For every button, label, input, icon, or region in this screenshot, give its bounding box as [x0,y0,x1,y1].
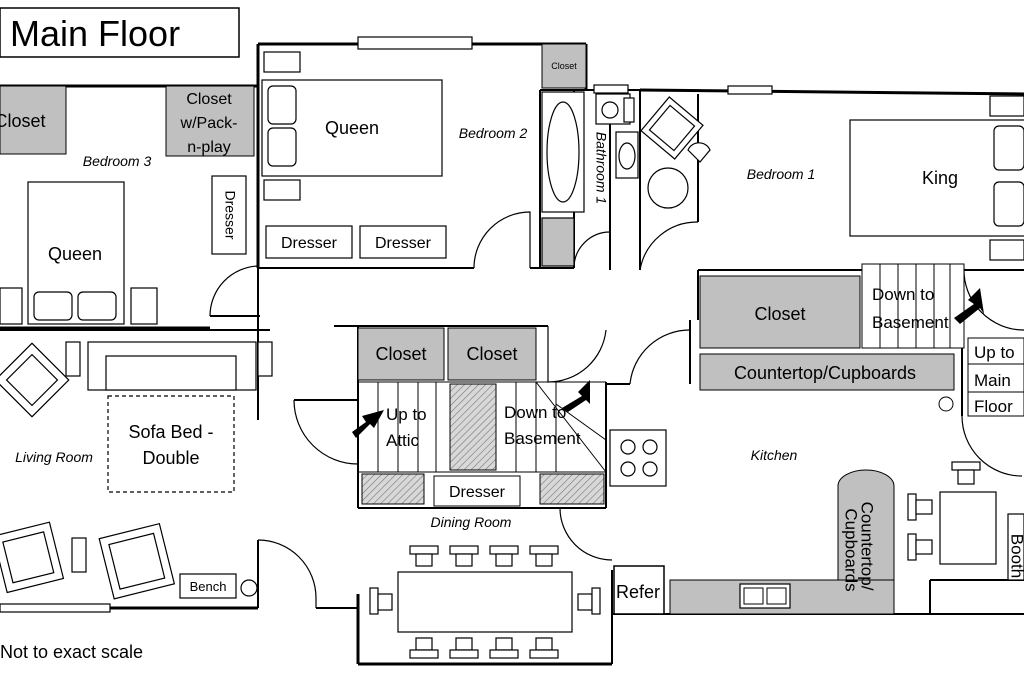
closet-pack-line3: n-play [187,139,231,156]
countertop-upper [699,353,955,391]
stairs-up-main-line2: Main [974,371,1011,390]
refrigerator [613,565,665,615]
refrigerator-label: Refer [616,582,660,602]
sofa-bed-line2: Double [142,448,199,468]
stairs-up-attic-line1: Up to [386,405,427,424]
closet-bedroom2-label: Closet [551,61,577,71]
dining-table-chairs [369,545,601,659]
closet-bedroom2 [541,43,587,89]
countertop-lower-vertical [837,469,895,615]
room-label-living-room: Living Room [15,449,93,465]
closet-pack-n-play [165,85,255,157]
bench-label: Bench [190,579,227,594]
king-bed-bedroom1 [849,95,1024,261]
stairs-up-main-line1: Up to [974,343,1015,362]
closet-pack-line1: Closet [186,91,232,108]
countertop-vertical-line2: Cupboards [842,508,861,591]
closet-bedroom3-label: Closet [0,111,46,131]
arrow-up-attic-icon [352,410,384,438]
dresser-bedroom2-right [359,225,447,259]
dresser-bedroom2-right-label: Dresser [375,235,432,252]
stairs-up-main-line3: Floor [974,397,1013,416]
queen-bed-bedroom2 [261,51,443,201]
closet-stair-left-label: Closet [375,344,426,364]
dresser-bedroom3 [211,175,247,255]
closet-bedroom3 [0,85,67,155]
kitchen-table [907,461,1024,581]
countertop-vertical-line1: Countertop/ [858,502,877,591]
stairs-east-down-line1: Down to [872,285,934,304]
room-label-bedroom3: Bedroom 3 [83,153,152,169]
stairs-down-basement-line2: Basement [504,429,581,448]
bedroom1-chair-table [640,96,711,209]
stairs-down-basement-line1: Down to [504,403,566,422]
queen-bed-bedroom3 [0,181,158,325]
dresser-bedroom2-left-label: Dresser [281,235,338,252]
queen-bed-bedroom2-label: Queen [325,118,379,138]
living-room-furniture [0,341,273,600]
door-knob [938,396,954,412]
booth-label: Booth [1008,534,1024,578]
room-label-kitchen: Kitchen [751,447,798,463]
doors [209,211,1024,608]
stairs-attic-basement [358,381,607,507]
stairs-up-attic-line2: Attic [386,431,420,450]
stove [609,429,667,487]
room-label-bedroom2: Bedroom 2 [459,125,528,141]
stairs-up-main [967,337,1024,417]
arrow-down-basement-icon [562,380,590,412]
closet-bedroom1-label: Closet [754,304,805,324]
room-label-bedroom1: Bedroom 1 [747,166,815,182]
walls [0,42,1024,666]
stairs-east-down-line2: Basement [872,313,949,332]
scale-note: Not to exact scale [0,642,143,662]
arrow-down-east-icon [954,288,984,324]
bathroom-fixtures [541,91,639,267]
room-label-dining-room: Dining Room [431,514,512,530]
closet-pack-line2: w/Pack- [180,115,238,132]
king-bed-bedroom1-label: King [922,168,958,188]
room-label-bathroom1: Bathroom 1 [593,132,609,204]
closet-stair-left [357,327,445,381]
title-box [0,7,240,58]
closet-bedroom1 [699,275,861,349]
dresser-bedroom2-left [265,225,353,259]
sofa-bed-line1: Sofa Bed - [128,422,213,442]
plan-title: Main Floor [10,13,180,54]
queen-bed-bedroom3-label: Queen [48,244,102,264]
countertop-upper-label: Countertop/Cupboards [734,363,916,383]
dresser-bedroom3-label: Dresser [222,190,238,239]
closet-stair-right-label: Closet [466,344,517,364]
closet-stair-right [447,327,537,381]
stairs-to-basement-east [861,263,965,349]
windows [0,36,773,613]
dresser-dining-label: Dresser [449,484,506,501]
